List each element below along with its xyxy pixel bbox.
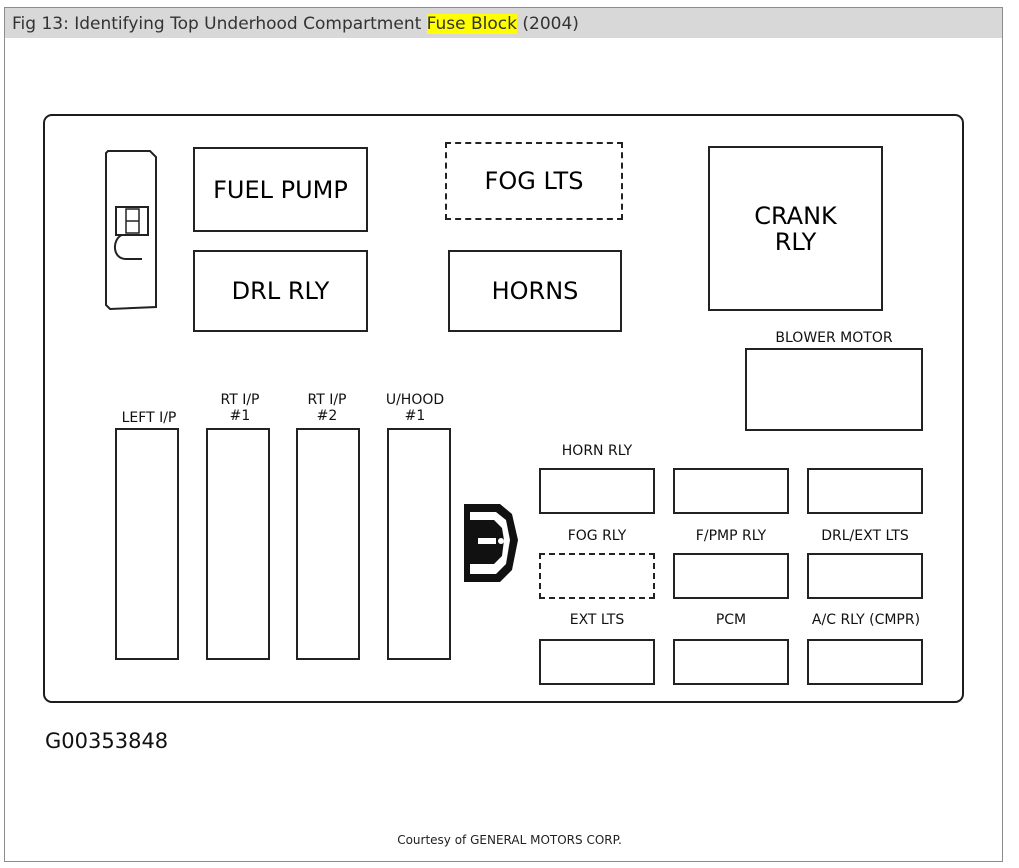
fuse-block-outline	[43, 114, 964, 703]
blower-motor-label: BLOWER MOTOR	[775, 330, 893, 346]
fog-rly-label: FOG RLY	[567, 528, 627, 544]
horns-label: HORNS	[491, 277, 579, 305]
rt-ip-1-label: RT I/P #1	[200, 392, 280, 424]
title-prefix: Fig 13: Identifying Top Underhood Compar…	[12, 14, 427, 34]
fog-lts-label: FOG LTS	[484, 167, 584, 195]
fpmp-relay	[673, 553, 789, 599]
left-ip-fuse	[115, 428, 179, 660]
horn-rly-label: HORN RLY	[561, 443, 633, 459]
fog-lights-relay: FOG LTS	[445, 142, 623, 220]
rt-ip-2-line2: #2	[316, 408, 338, 424]
ac-rly-label: A/C RLY (CMPR)	[811, 612, 921, 628]
rt-ip-2-label: RT I/P #2	[287, 392, 367, 424]
figure-frame	[4, 7, 1003, 862]
uhood-1-fuse	[387, 428, 451, 660]
figure-id: G00353848	[45, 729, 169, 753]
title-suffix: (2004)	[517, 14, 579, 34]
rt-ip-1-line2: #1	[229, 408, 251, 424]
mini-relay-row1-col3	[807, 468, 923, 514]
connector-clip-icon	[460, 500, 522, 586]
horns-relay: HORNS	[448, 250, 622, 332]
uhood-1-line2: #1	[404, 408, 426, 424]
drl-ext-lts-label: DRL/EXT LTS	[821, 528, 909, 544]
horn-relay	[539, 468, 655, 514]
rt-ip-2-line1: RT I/P	[307, 392, 347, 408]
mini-relay-row1-col2	[673, 468, 789, 514]
drl-ext-lts-relay	[807, 553, 923, 599]
fuse-puller-icon	[104, 147, 159, 312]
figure-title: Fig 13: Identifying Top Underhood Compar…	[12, 14, 579, 34]
crank-relay: CRANK RLY	[708, 146, 883, 311]
rt-ip-1-fuse	[206, 428, 270, 660]
crank-label-line2: RLY	[774, 227, 817, 256]
crank-label-line1: CRANK	[754, 201, 837, 230]
figure-title-bar: Fig 13: Identifying Top Underhood Compar…	[5, 8, 1002, 38]
fuel-pump-label: FUEL PUMP	[213, 175, 348, 204]
ext-lts-relay	[539, 639, 655, 685]
uhood-1-line1: U/HOOD	[385, 392, 445, 408]
pcm-label: PCM	[715, 612, 747, 628]
courtesy-credit: Courtesy of GENERAL MOTORS CORP.	[397, 833, 622, 847]
fpmp-rly-label: F/PMP RLY	[695, 528, 767, 544]
pcm-relay	[673, 639, 789, 685]
ext-lts-label: EXT LTS	[569, 612, 625, 628]
drl-rly-label: DRL RLY	[231, 277, 330, 305]
title-highlight: Fuse Block	[426, 14, 517, 34]
fog-relay	[539, 553, 655, 599]
rt-ip-1-line1: RT I/P	[220, 392, 260, 408]
left-ip-label: LEFT I/P	[121, 410, 177, 426]
blower-motor-relay	[745, 348, 923, 431]
uhood-1-label: U/HOOD #1	[375, 392, 455, 424]
ac-relay	[807, 639, 923, 685]
drl-relay: DRL RLY	[193, 250, 368, 332]
rt-ip-2-fuse	[296, 428, 360, 660]
fuel-pump-relay: FUEL PUMP	[193, 147, 368, 232]
